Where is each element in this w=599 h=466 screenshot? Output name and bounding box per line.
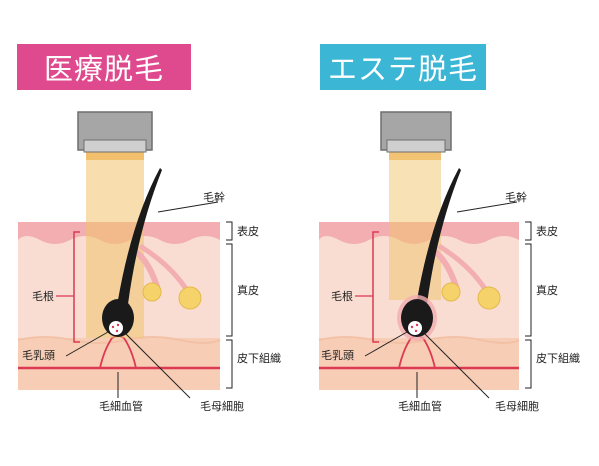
hair-shaft [417, 168, 461, 304]
papilla-dot [414, 329, 418, 333]
label-dermal-papilla: 毛乳頭 [22, 349, 55, 362]
hair-shaft-leader [456, 201, 518, 213]
hair-matrix-leader [123, 331, 191, 399]
papilla-dot [415, 323, 419, 327]
hair-root-bracket [372, 231, 379, 343]
label-hair-matrix: 毛母細胞 [495, 400, 539, 413]
panel-medical-hair-removal: 医療脱毛 [17, 44, 281, 413]
label-subcutaneous: 皮下組織 [237, 352, 281, 365]
dermis-subcutaneous-wave [318, 336, 520, 344]
sebaceous-gland-1 [142, 282, 162, 302]
label-capillary: 毛細血管 [99, 399, 143, 413]
subcutaneous-layer [319, 338, 519, 390]
panel-esthetic-hair-removal: エステ脱毛 毛幹 表皮 真皮 皮下組織 毛根 [299, 0, 599, 466]
dermal-papilla-leader [364, 331, 408, 357]
hair-root-bracket [73, 231, 80, 343]
dermis-bracket [226, 243, 233, 337]
title-badge-esthetic: エステ脱毛 [320, 44, 486, 90]
label-capillary: 毛細血管 [398, 399, 442, 413]
label-hair-shaft: 毛幹 [505, 190, 527, 204]
sebaceous-gland-2 [477, 286, 501, 310]
papilla-dot [116, 323, 120, 327]
light-beam-core [389, 150, 441, 160]
dermal-papilla [109, 321, 123, 335]
laser-device-tip [83, 139, 147, 153]
hair-follicle-diagram-medical: 毛幹 表皮 真皮 皮下組織 毛根 毛乳頭 毛細血管 毛母細胞 [17, 111, 281, 413]
hair-shaft [118, 168, 162, 304]
label-epidermis: 表皮 [536, 224, 558, 238]
dermis-bracket [525, 243, 532, 337]
label-hair-shaft: 毛幹 [203, 190, 225, 204]
epidermis-bracket [525, 221, 532, 241]
sebaceous-gland-2 [178, 286, 202, 310]
label-dermal-papilla: 毛乳頭 [321, 349, 354, 362]
hair-shaft-leader [157, 201, 219, 213]
dermal-papilla [408, 321, 422, 335]
hair-follicle-diagram-esthetic: 毛幹 表皮 真皮 皮下組織 毛根 毛乳頭 毛細血管 毛母細胞 [318, 111, 580, 413]
epidermis-bracket [226, 221, 233, 241]
subcutaneous-layer [18, 338, 220, 390]
sebaceous-gland-1 [441, 282, 461, 302]
subcutaneous-bracket [226, 339, 233, 389]
title-badge-medical: 医療脱毛 [17, 44, 191, 90]
label-dermis: 真皮 [536, 283, 558, 297]
sebaceous-duct-2 [138, 243, 191, 294]
hair-matrix-leader [422, 331, 490, 399]
subcutaneous-bracket [525, 339, 532, 389]
light-beam-core [86, 150, 144, 160]
light-beam [389, 150, 441, 300]
papilla-dot [115, 329, 119, 333]
papilla-dot [410, 325, 414, 329]
esthetic-device-tip [386, 139, 446, 153]
label-subcutaneous: 皮下組織 [536, 352, 580, 365]
label-epidermis: 表皮 [237, 224, 259, 238]
dermal-papilla-leader [65, 331, 109, 357]
papilla-dot [111, 325, 115, 329]
sebaceous-duct-2 [437, 243, 490, 294]
label-hair-root: 毛根 [331, 289, 353, 303]
label-hair-matrix: 毛母細胞 [200, 400, 244, 413]
label-hair-root: 毛根 [32, 289, 54, 303]
label-dermis: 真皮 [237, 283, 259, 297]
